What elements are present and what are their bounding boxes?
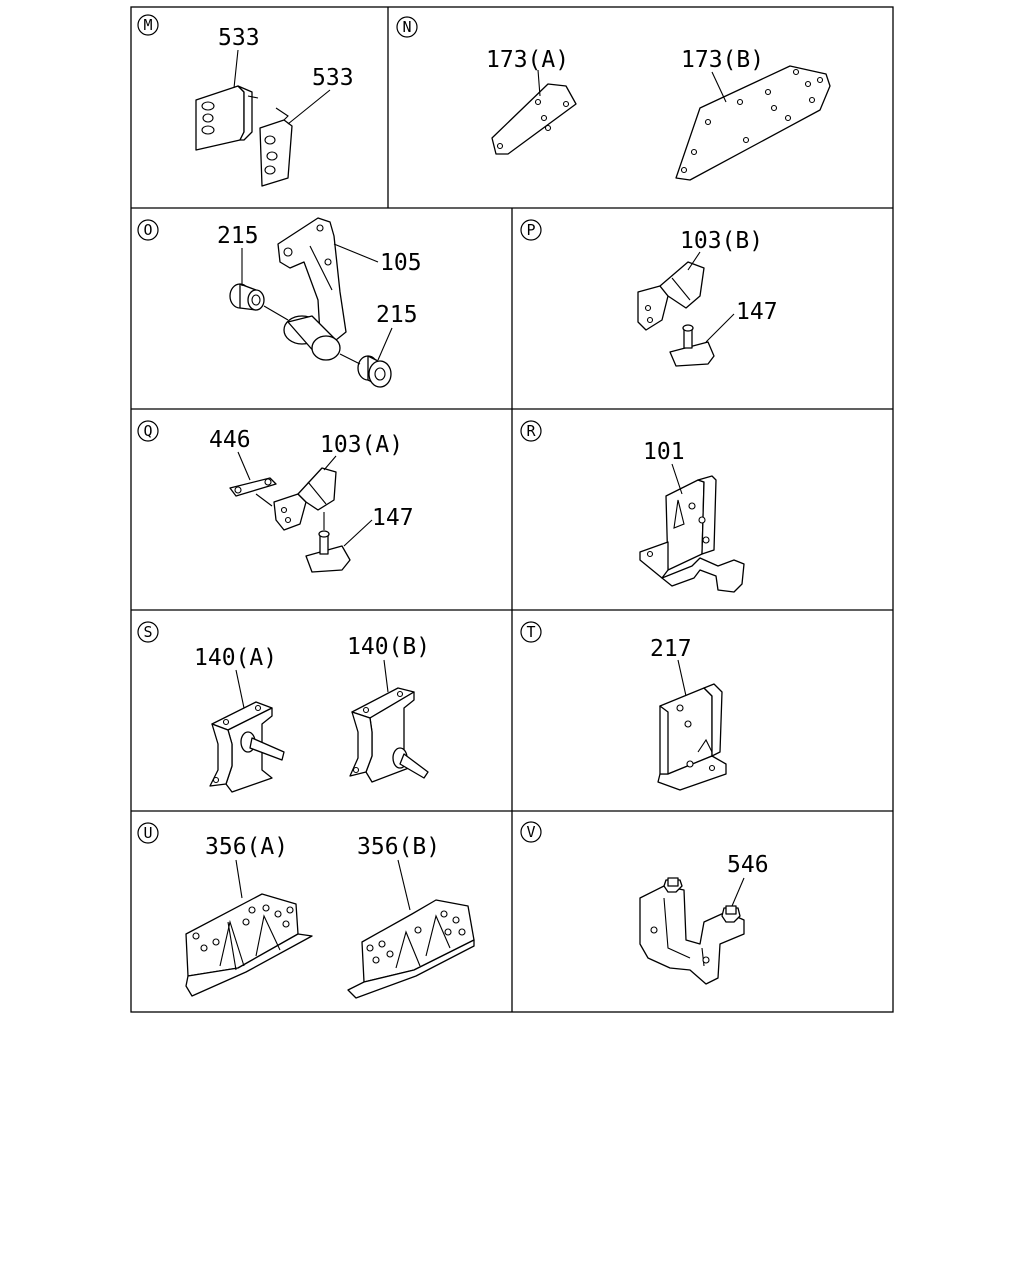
label-533-b: 533 <box>312 65 354 91</box>
bracket-103-b <box>637 261 705 331</box>
label-217: 217 <box>650 636 692 662</box>
panel-n-id-badge: N <box>396 16 418 38</box>
bushing-215-b <box>339 353 392 388</box>
label-103-a: 103(A) <box>320 432 403 458</box>
svg-text:O: O <box>143 221 152 239</box>
bracket-101 <box>639 475 745 593</box>
label-446: 446 <box>209 427 251 453</box>
panel-o: O 215 105 215 <box>137 217 422 388</box>
svg-text:N: N <box>402 18 411 36</box>
label-173-a: 173(A) <box>486 47 569 73</box>
label-356-b: 356(B) <box>357 834 440 860</box>
label-140-a: 140(A) <box>194 645 277 671</box>
panel-u: U <box>137 822 475 999</box>
arm-105 <box>277 217 347 361</box>
svg-text:S: S <box>143 623 152 641</box>
plate-173-b <box>675 65 831 181</box>
svg-text:M: M <box>143 16 152 34</box>
svg-text:T: T <box>526 623 535 641</box>
panel-m: M 533 533 <box>137 14 354 187</box>
label-546: 546 <box>727 852 769 878</box>
svg-text:R: R <box>526 422 536 440</box>
label-147-q: 147 <box>372 505 414 531</box>
panel-n: N 173(A) 173(B) <box>396 16 831 181</box>
panel-m-id-badge: M <box>137 14 159 36</box>
bracket-533-a <box>195 85 259 151</box>
panel-s-id-badge: S <box>137 621 159 643</box>
label-215-a: 215 <box>217 223 259 249</box>
plate-446 <box>229 477 277 507</box>
panel-o-id-badge: O <box>137 219 159 241</box>
panel-p: P 103(B) 147 <box>520 219 778 367</box>
panel-v-id-badge: V <box>520 821 542 843</box>
label-533-a: 533 <box>218 25 260 51</box>
panel-p-id-badge: P <box>520 219 542 241</box>
label-140-b: 140(B) <box>347 634 430 660</box>
panel-r-id-badge: R <box>520 420 542 442</box>
panel-v: V 546 <box>520 821 769 985</box>
label-103-b: 103(B) <box>680 228 763 254</box>
panel-grid <box>130 6 894 1013</box>
bracket-356-a <box>185 893 313 997</box>
bushing-215-a <box>229 283 289 321</box>
svg-text:U: U <box>143 824 152 842</box>
panel-u-id-badge: U <box>137 822 159 844</box>
mount-140-a <box>209 701 285 793</box>
panel-r: R 101 <box>520 420 745 593</box>
label-215-b: 215 <box>376 302 418 328</box>
panel-s: S 140(A) 140(B) <box>137 621 430 793</box>
label-147-p: 147 <box>736 299 778 325</box>
plate-173-a <box>491 83 577 155</box>
mount-147-p <box>669 324 715 367</box>
panel-q: Q 446 103(A) 147 <box>137 420 414 573</box>
label-105: 105 <box>380 250 422 276</box>
bracket-356-b <box>347 899 475 999</box>
svg-text:Q: Q <box>143 422 152 440</box>
svg-text:P: P <box>526 221 535 239</box>
bracket-103-a <box>273 467 337 531</box>
panel-t: T 217 <box>520 621 727 791</box>
mount-147-q <box>305 512 351 573</box>
label-101: 101 <box>643 439 685 465</box>
label-356-a: 356(A) <box>205 834 288 860</box>
bracket-546 <box>639 877 745 985</box>
bracket-533-b <box>259 107 293 187</box>
svg-text:V: V <box>526 823 535 841</box>
panel-t-id-badge: T <box>520 621 542 643</box>
bracket-217 <box>657 683 727 791</box>
mount-140-b <box>349 687 429 783</box>
panel-q-id-badge: Q <box>137 420 159 442</box>
label-173-b: 173(B) <box>681 47 764 73</box>
